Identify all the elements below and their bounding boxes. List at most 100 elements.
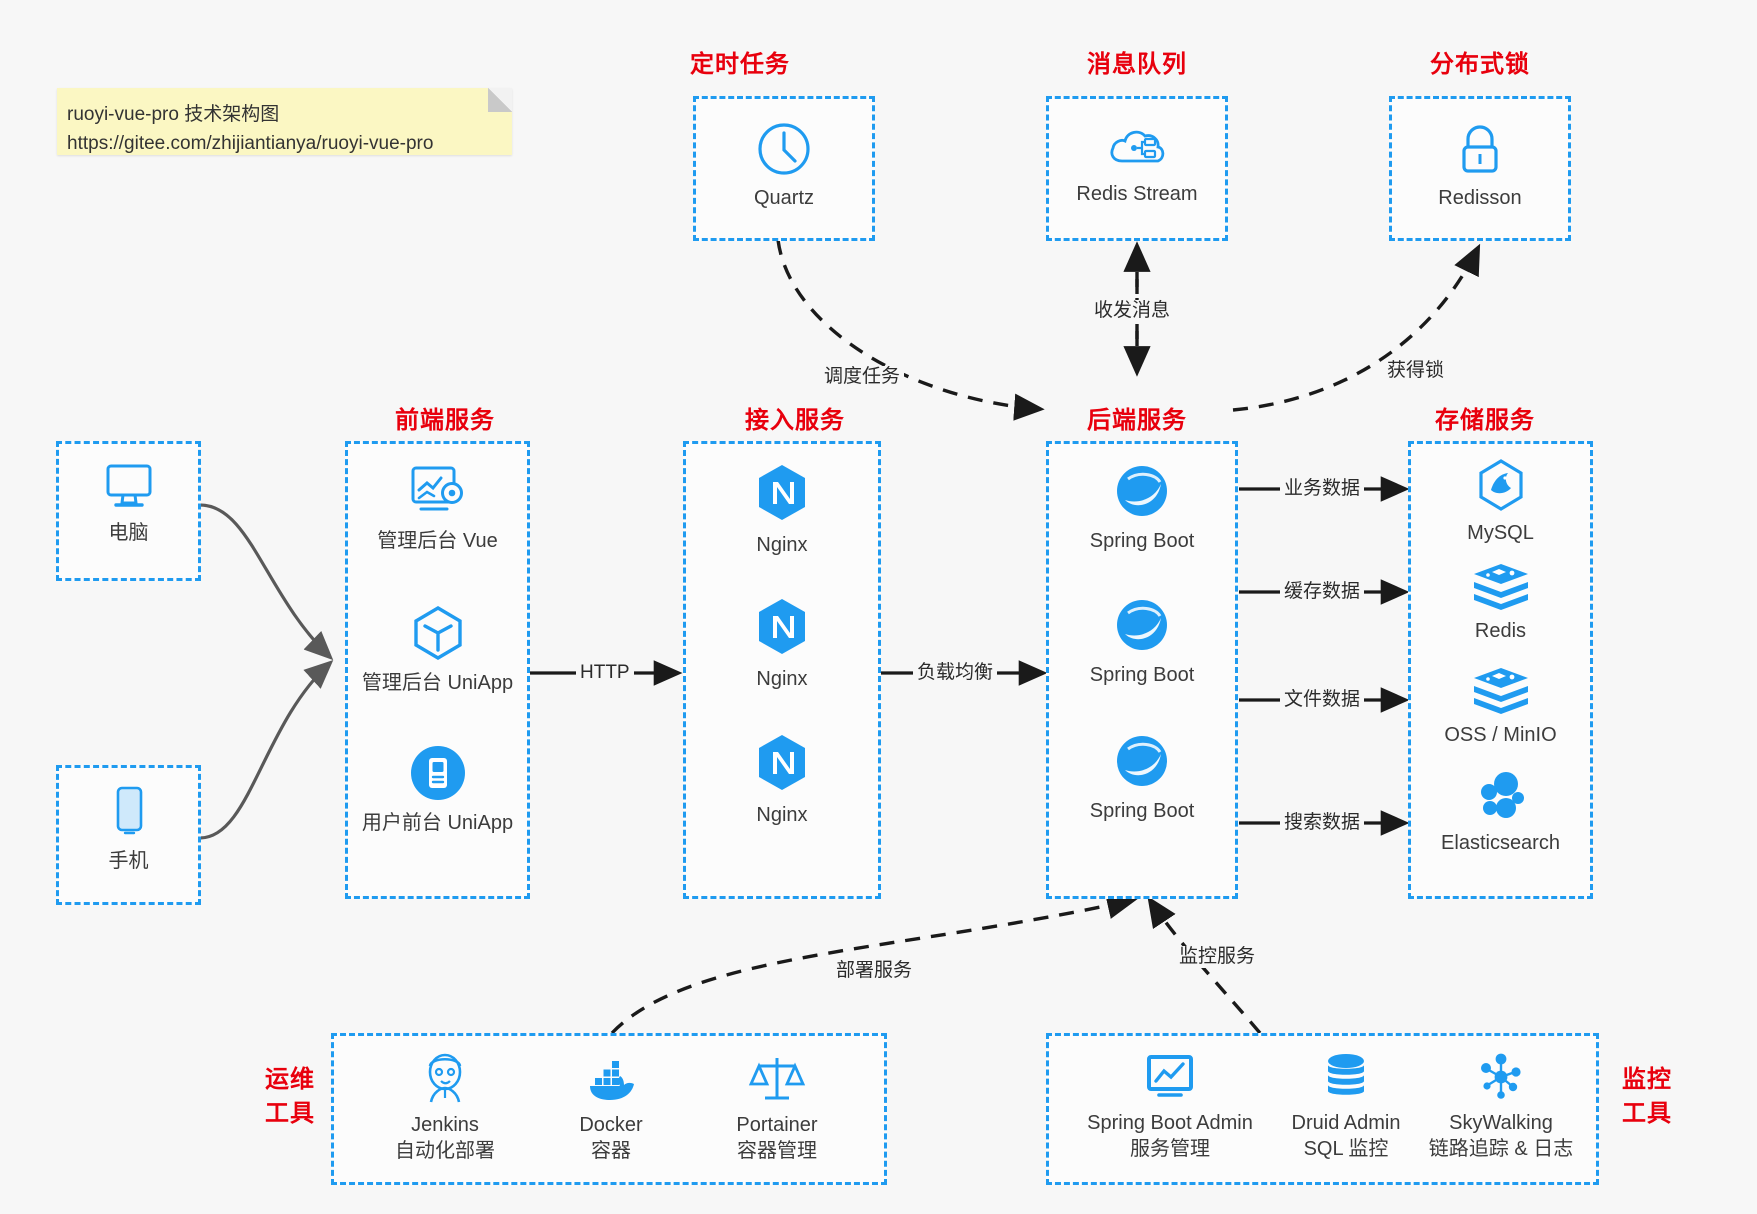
node-label: Nginx — [756, 668, 808, 690]
group-title-scheduler: 定时任务 — [690, 51, 790, 78]
node-label: Nginx — [756, 534, 808, 556]
node-sublabel: 链路追踪 & 日志 — [1428, 1138, 1574, 1160]
nginx-icon — [759, 465, 805, 520]
edge-label-load-balance: 负载均衡 — [913, 662, 998, 684]
group-title-monitor-line2: 工具 — [1622, 1100, 1672, 1127]
node-druid-admin[interactable]: Druid Admin SQL 监控 — [1261, 1052, 1431, 1162]
node-label: Redis — [1474, 620, 1527, 642]
group-storage: MySQL Redis OSS / MinIO — [1408, 441, 1593, 899]
node-skywalking[interactable]: SkyWalking 链路追踪 & 日志 — [1401, 1052, 1601, 1162]
node-quartz[interactable]: Quartz — [696, 121, 872, 211]
edge-label-monitor-service: 监控服务 — [1175, 946, 1260, 968]
edge-label-cache-data: 缓存数据 — [1280, 581, 1365, 603]
node-label: Spring Boot Admin — [1087, 1112, 1253, 1134]
padlock-icon — [1462, 125, 1498, 173]
group-backend: Spring Boot Spring Boot Spring Boot — [1046, 441, 1238, 899]
spring-boot-icon — [1117, 600, 1167, 650]
node-label: 电脑 — [108, 522, 149, 544]
node-label: Portainer — [736, 1114, 818, 1136]
mobile-app-icon — [410, 746, 465, 800]
spring-boot-icon — [1117, 466, 1167, 516]
node-label: 手机 — [108, 850, 149, 872]
node-sublabel: 自动化部署 — [395, 1140, 495, 1162]
group-title-monitor-line1: 监控 — [1622, 1066, 1672, 1093]
node-label: Druid Admin — [1291, 1112, 1401, 1134]
node-smartphone[interactable]: 手机 — [59, 784, 198, 874]
node-spring-boot-1[interactable]: Spring Boot — [1049, 462, 1235, 554]
node-jenkins[interactable]: Jenkins 自动化部署 — [360, 1052, 530, 1164]
group-monitor: Spring Boot Admin 服务管理 Druid Admin SQL 监… — [1046, 1033, 1599, 1185]
node-label: Quartz — [753, 187, 815, 209]
node-label: Spring Boot — [1089, 530, 1195, 552]
elasticsearch-icon — [1480, 772, 1524, 818]
note-fold-corner — [488, 88, 512, 112]
node-docker[interactable]: Docker 容器 — [526, 1052, 696, 1164]
docker-icon — [590, 1061, 634, 1100]
edge-label-schedule-task: 调度任务 — [820, 366, 905, 388]
jenkins-icon — [428, 1053, 462, 1103]
node-spring-boot-3[interactable]: Spring Boot — [1049, 732, 1235, 824]
node-admin-uniapp[interactable]: 管理后台 UniApp — [348, 604, 527, 696]
group-title-backend: 后端服务 — [1087, 407, 1187, 434]
node-elasticsearch[interactable]: Elasticsearch — [1411, 770, 1590, 856]
spring-boot-icon — [1117, 736, 1167, 786]
group-title-devops-line1: 运维 — [265, 1066, 315, 1093]
node-oss-minio[interactable]: OSS / MinIO — [1411, 666, 1590, 748]
nginx-icon — [759, 735, 805, 790]
group-frontend: 管理后台 Vue 管理后台 UniApp 用户前台 UniApp — [345, 441, 530, 899]
node-label: 管理后台 UniApp — [361, 672, 514, 694]
group-title-monitor: 监控 工具 — [1612, 1063, 1682, 1131]
cube-icon — [413, 606, 462, 660]
note-line-url: https://gitee.com/zhijiantianya/ruoyi-vu… — [67, 133, 434, 154]
monitor-screen-icon — [1147, 1055, 1193, 1097]
node-desktop[interactable]: 电脑 — [59, 460, 198, 546]
node-portainer[interactable]: Portainer 容器管理 — [692, 1052, 862, 1164]
clock-icon — [758, 123, 810, 175]
node-spring-boot-admin[interactable]: Spring Boot Admin 服务管理 — [1071, 1052, 1269, 1162]
node-mysql[interactable]: MySQL — [1411, 458, 1590, 546]
node-label: MySQL — [1467, 522, 1534, 544]
smartphone-icon — [116, 786, 142, 835]
node-label: Redis Stream — [1076, 183, 1198, 205]
edge-label-biz-data: 业务数据 — [1280, 478, 1365, 500]
node-redis-stream[interactable]: Redis Stream — [1049, 121, 1225, 207]
group-title-mq: 消息队列 — [1087, 51, 1187, 78]
group-client-pc: 电脑 — [56, 441, 201, 581]
node-label: Spring Boot — [1089, 664, 1195, 686]
node-redisson[interactable]: Redisson — [1392, 121, 1568, 211]
redis-icon — [1473, 564, 1528, 610]
node-nginx-2[interactable]: Nginx — [686, 596, 878, 692]
edge-label-search-data: 搜索数据 — [1280, 812, 1365, 834]
node-sublabel: 容器管理 — [737, 1140, 817, 1162]
node-redis[interactable]: Redis — [1411, 562, 1590, 644]
node-label: Spring Boot — [1089, 800, 1195, 822]
group-client-mobile: 手机 — [56, 765, 201, 905]
edge-label-mq: 收发消息 — [1090, 300, 1175, 322]
sticky-note: ruoyi-vue-pro 技术架构图 https://gitee.com/zh… — [57, 88, 512, 155]
node-nginx-3[interactable]: Nginx — [686, 732, 878, 828]
oss-minio-icon — [1473, 668, 1528, 714]
group-title-storage: 存储服务 — [1435, 407, 1535, 434]
group-devops: Jenkins 自动化部署 Docker 容器 — [331, 1033, 887, 1185]
group-title-frontend: 前端服务 — [395, 407, 495, 434]
edge-label-file-data: 文件数据 — [1280, 689, 1365, 711]
note-line-title: ruoyi-vue-pro 技术架构图 — [67, 104, 280, 125]
node-label: Elasticsearch — [1441, 832, 1560, 854]
node-sublabel: SQL 监控 — [1303, 1138, 1389, 1160]
edge-label-deploy-service: 部署服务 — [832, 960, 917, 982]
node-label: 用户前台 UniApp — [361, 812, 514, 834]
node-label: Jenkins — [411, 1114, 479, 1136]
node-label: Docker — [579, 1114, 643, 1136]
group-title-devops-line2: 工具 — [265, 1100, 315, 1127]
node-spring-boot-2[interactable]: Spring Boot — [1049, 596, 1235, 688]
cloud-stream-icon — [1110, 130, 1165, 163]
node-nginx-1[interactable]: Nginx — [686, 462, 878, 558]
node-user-uniapp[interactable]: 用户前台 UniApp — [348, 744, 527, 836]
node-label: 管理后台 Vue — [377, 530, 498, 552]
node-admin-vue[interactable]: 管理后台 Vue — [348, 462, 527, 554]
database-icon — [1328, 1054, 1364, 1095]
group-title-devops: 运维 工具 — [255, 1063, 325, 1131]
desktop-icon — [106, 464, 151, 507]
group-title-gateway: 接入服务 — [745, 407, 845, 434]
